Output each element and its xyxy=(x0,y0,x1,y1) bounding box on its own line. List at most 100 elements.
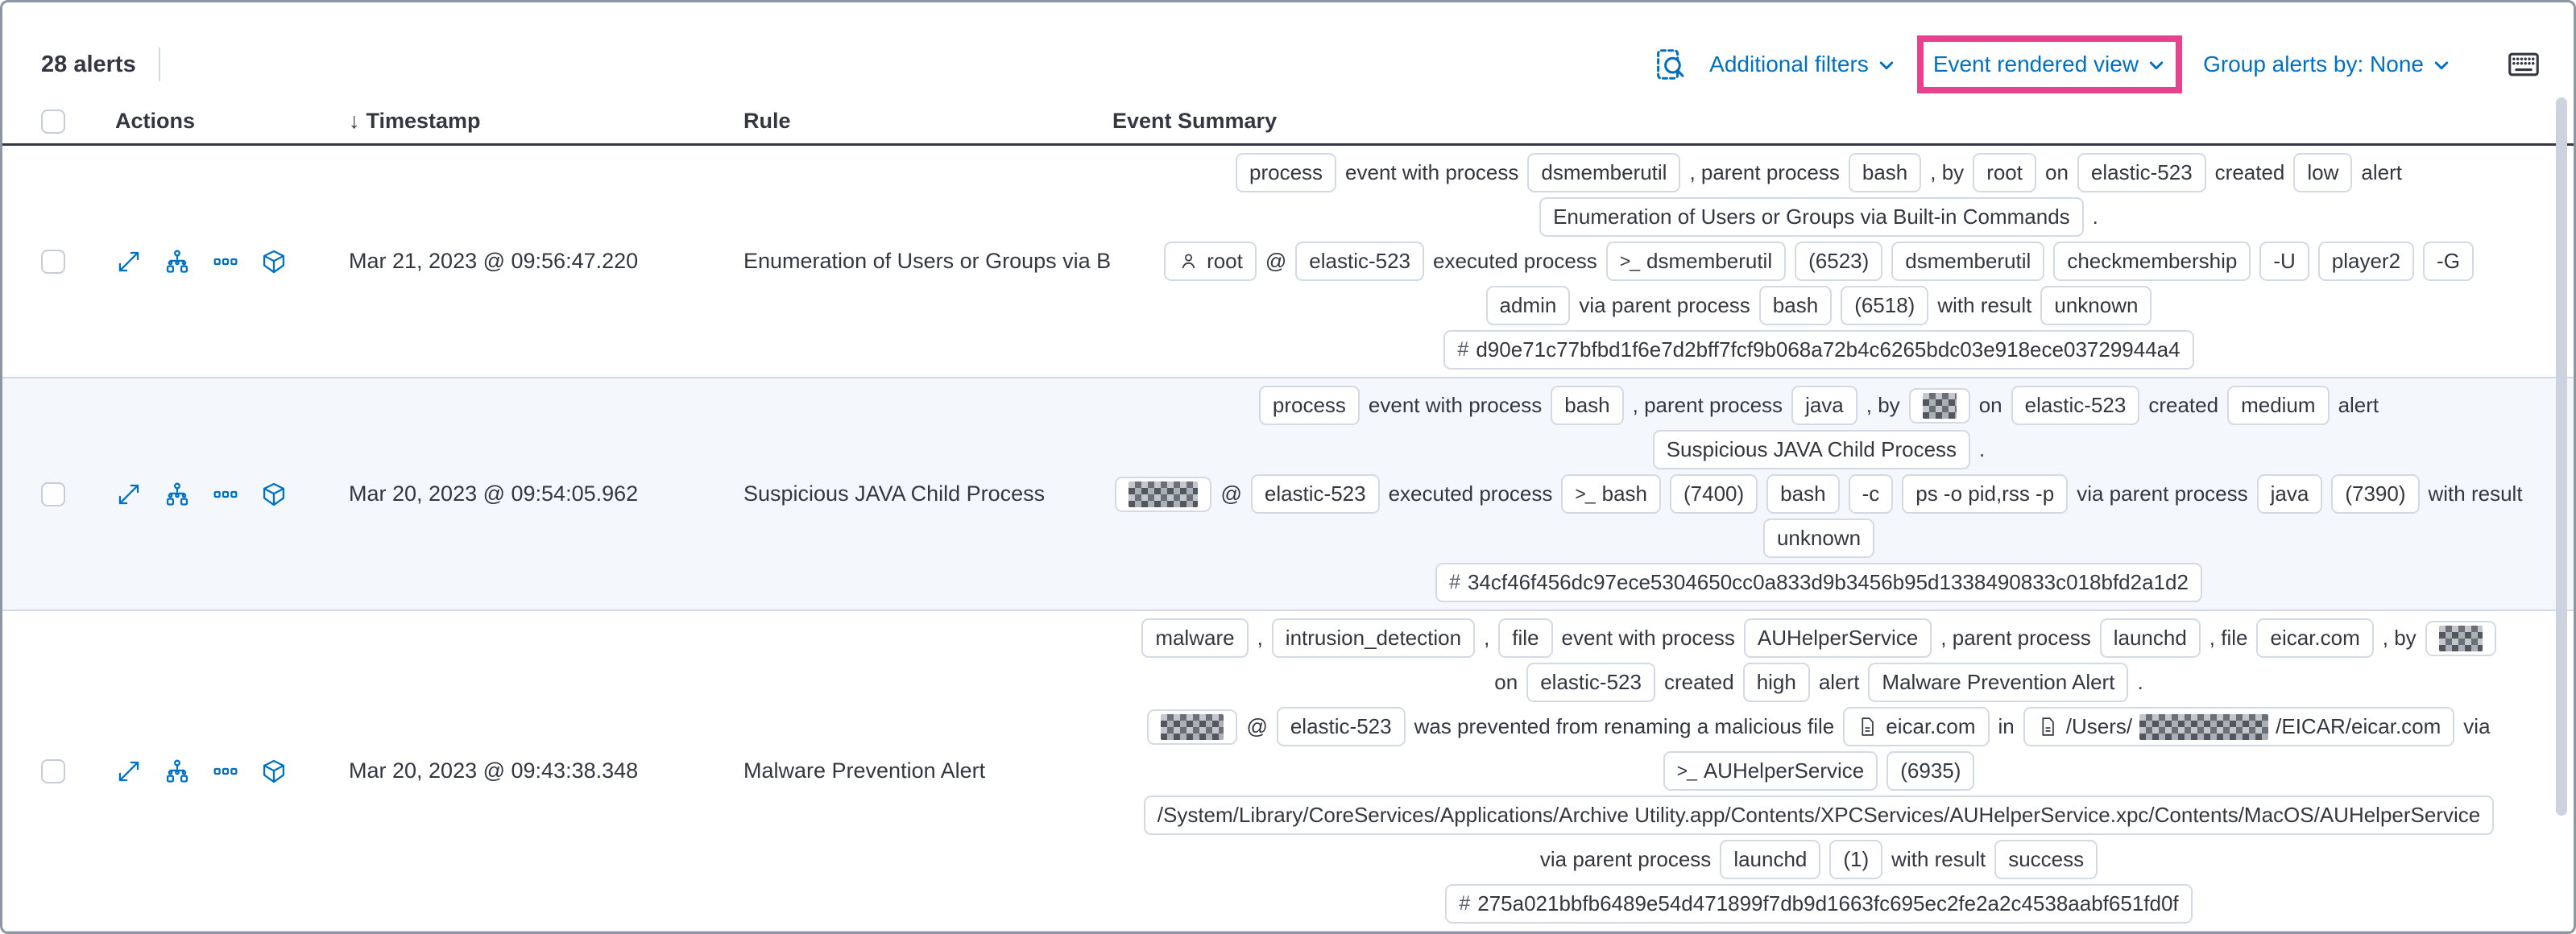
additional-filters-button[interactable]: Additional filters xyxy=(1709,52,1896,77)
summary-badge[interactable]: java xyxy=(1791,385,1857,426)
investigate-timeline-icon[interactable] xyxy=(260,758,288,785)
scrollbar-thumb[interactable] xyxy=(2556,97,2567,816)
summary-badge[interactable]: root xyxy=(1164,241,1257,282)
summary-badge[interactable]: launchd xyxy=(2099,618,2201,659)
summary-badge[interactable]: java xyxy=(2256,473,2323,515)
summary-badge[interactable]: root xyxy=(1973,152,2036,193)
badge-text: root xyxy=(1207,248,1243,273)
table-header: Actions ↓ Timestamp Rule Event Summary xyxy=(2,99,2574,146)
summary-badge[interactable]: launchd xyxy=(1720,839,1821,880)
summary-badge[interactable]: -G xyxy=(2423,241,2474,282)
header-timestamp[interactable]: ↓ Timestamp xyxy=(349,109,481,133)
summary-badge[interactable]: dsmemberutil xyxy=(1891,241,2045,282)
summary-badge[interactable]: elastic-523 xyxy=(2011,385,2140,426)
summary-badge[interactable]: (7400) xyxy=(1670,473,1758,515)
badge-text: medium xyxy=(2241,392,2316,417)
expand-alert-icon[interactable] xyxy=(115,481,143,508)
summary-badge[interactable]: ps -o pid,rss -p xyxy=(1902,473,2069,515)
summary-badge[interactable]: unknown xyxy=(1762,518,1875,559)
row-checkbox-cell xyxy=(41,249,115,274)
summary-badge[interactable]: AUHelperService xyxy=(1743,618,1932,659)
keyboard-icon[interactable] xyxy=(2506,47,2541,82)
expand-alert-icon[interactable] xyxy=(115,758,143,785)
investigate-timeline-icon[interactable] xyxy=(260,481,288,508)
analyze-event-icon[interactable] xyxy=(164,481,191,508)
summary-badge[interactable]: high xyxy=(1742,662,1810,703)
summary-badge[interactable]: unknown xyxy=(2040,285,2152,326)
summary-badge[interactable]: #275a021bbfb6489e54d471899f7db9d1663fc69… xyxy=(1445,883,2193,924)
summary-badge[interactable]: Suspicious JAVA Child Process xyxy=(1652,429,1971,470)
summary-badge[interactable]: elastic-523 xyxy=(2077,152,2206,193)
terminal-icon: >_ xyxy=(1676,759,1697,781)
summary-badge[interactable]: bash xyxy=(1551,385,1624,426)
redacted-content xyxy=(1129,481,1199,507)
row-checkbox[interactable] xyxy=(41,249,65,274)
summary-badge[interactable]: medium xyxy=(2227,385,2330,426)
summary-badge[interactable]: Malware Prevention Alert xyxy=(1868,662,2129,703)
summary-badge[interactable]: (6935) xyxy=(1886,750,1975,791)
summary-badge[interactable]: elastic-523 xyxy=(1526,662,1655,703)
badge-text: file xyxy=(1512,625,1539,650)
summary-badge[interactable]: bash xyxy=(1848,152,1922,193)
summary-text: event with process xyxy=(1368,393,1543,417)
inspect-icon[interactable] xyxy=(1651,46,1688,83)
summary-badge[interactable]: elastic-523 xyxy=(1276,706,1406,747)
summary-badge[interactable]: elastic-523 xyxy=(1250,473,1380,515)
summary-badge[interactable]: (1) xyxy=(1829,839,1883,880)
summary-badge[interactable]: (6523) xyxy=(1795,241,1883,282)
summary-badge[interactable]: /System/Library/CoreServices/Application… xyxy=(1143,795,2495,836)
summary-badge[interactable]: eicar.com xyxy=(1843,706,1990,747)
more-actions-icon[interactable] xyxy=(212,248,239,275)
redacted-badge[interactable] xyxy=(1908,387,1970,424)
summary-badge[interactable]: bash xyxy=(1758,285,1833,326)
summary-badge[interactable]: >_dsmemberutil xyxy=(1605,241,1787,282)
row-checkbox[interactable] xyxy=(41,758,65,783)
badge-text: AUHelperService xyxy=(1757,625,1919,650)
view-selector-button[interactable]: Event rendered view xyxy=(1933,52,2166,77)
expand-alert-icon[interactable] xyxy=(115,248,143,275)
analyze-event-icon[interactable] xyxy=(164,248,191,275)
summary-badge[interactable]: >_AUHelperService xyxy=(1663,750,1878,791)
summary-badge[interactable]: elastic-523 xyxy=(1295,241,1425,282)
investigate-timeline-icon[interactable] xyxy=(260,248,288,275)
row-checkbox[interactable] xyxy=(41,481,65,506)
summary-badge[interactable]: (7390) xyxy=(2331,473,2420,515)
summary-badge[interactable]: admin xyxy=(1485,285,1571,326)
summary-badge[interactable]: player2 xyxy=(2317,241,2415,282)
group-alerts-button[interactable]: Group alerts by: None xyxy=(2203,52,2451,77)
summary-badge[interactable]: -U xyxy=(2259,241,2309,282)
more-actions-icon[interactable] xyxy=(212,481,239,508)
summary-badge[interactable]: dsmemberutil xyxy=(1527,152,1681,193)
summary-badge[interactable]: Enumeration of Users or Groups via Built… xyxy=(1539,196,2084,238)
summary-badge[interactable]: #34cf46f456dc97ece5304650cc0a833d9b3456b… xyxy=(1435,562,2202,603)
analyze-event-icon[interactable] xyxy=(164,758,191,785)
summary-badge[interactable]: file xyxy=(1498,618,1553,659)
badge-text: root xyxy=(1986,159,2023,184)
summary-badge[interactable]: eicar.com xyxy=(2256,618,2374,659)
summary-text: executed process xyxy=(1388,481,1553,506)
summary-badge[interactable]: >_bash xyxy=(1561,473,1662,515)
summary-text: , xyxy=(1484,626,1490,650)
summary-badge[interactable]: /Users//EICAR/eicar.com xyxy=(2023,706,2455,747)
alert-rule: Malware Prevention Alert xyxy=(743,758,986,783)
summary-badge[interactable]: intrusion_detection xyxy=(1271,618,1476,659)
summary-text: with result xyxy=(1937,293,2032,317)
summary-badge[interactable]: malware xyxy=(1141,618,1249,659)
summary-badge[interactable]: process xyxy=(1258,385,1360,426)
badge-text: launchd xyxy=(2113,625,2187,650)
summary-badge[interactable]: low xyxy=(2293,152,2353,193)
redacted-badge[interactable] xyxy=(1115,476,1212,512)
select-all-checkbox[interactable] xyxy=(41,109,65,134)
summary-badge[interactable]: (6518) xyxy=(1841,285,1929,326)
summary-badge[interactable]: success xyxy=(1994,839,2098,880)
more-actions-icon[interactable] xyxy=(212,758,239,785)
summary-badge[interactable]: checkmembership xyxy=(2053,241,2251,282)
summary-badge[interactable]: -c xyxy=(1848,473,1894,515)
summary-badge[interactable]: bash xyxy=(1766,473,1840,515)
summary-line: Suspicious JAVA Child Process. xyxy=(1652,428,1985,472)
summary-badge[interactable]: process xyxy=(1236,152,1337,193)
summary-badge[interactable]: #d90e71c77bfbd1f6e7d2bff7fcf9b068a72b4c6… xyxy=(1443,329,2194,370)
redacted-badge[interactable] xyxy=(2425,620,2496,656)
redacted-badge[interactable] xyxy=(1147,709,1238,745)
